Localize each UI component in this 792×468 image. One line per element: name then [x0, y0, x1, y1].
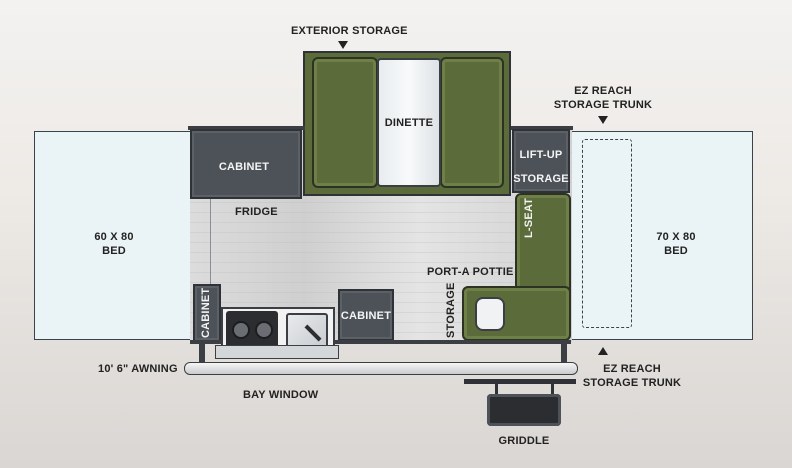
cabinet-top-left [190, 129, 302, 199]
ez-reach-bottom-arrow [598, 347, 608, 355]
port-a-pottie [475, 297, 505, 331]
bottom-wall-left [190, 340, 222, 344]
exterior-storage-label: EXTERIOR STORAGE [291, 25, 408, 37]
lift-up-label-1: LIFT-UP [519, 149, 563, 161]
stove-burner-2 [255, 321, 273, 339]
dinette-table [377, 58, 441, 187]
ez-reach-trunk-outline [582, 139, 632, 328]
dinette-label: DINETTE [384, 117, 434, 129]
stove-burner-1 [232, 321, 250, 339]
bay-window-label: BAY WINDOW [243, 389, 319, 401]
cabinet-top-label: CABINET [218, 161, 270, 173]
l-seat-label: L-SEAT [523, 197, 535, 238]
griddle-arm-left [495, 384, 498, 394]
port-a-pottie-label: PORT-A POTTIE [427, 266, 514, 278]
fridge-label: FRIDGE [235, 206, 278, 218]
ez-reach-top-label-2: STORAGE TRUNK [553, 99, 653, 111]
right-bed [570, 131, 753, 340]
right-bed-label: BED [664, 245, 688, 257]
awning [184, 362, 578, 375]
ez-reach-top-arrow [598, 116, 608, 124]
left-bed-label: BED [102, 245, 126, 257]
bottom-wall-right [335, 340, 571, 344]
bay-window [215, 345, 339, 359]
ez-reach-bottom-label-1: EZ REACH [603, 363, 661, 375]
griddle-bar [464, 379, 576, 384]
top-wall-left [188, 126, 305, 130]
sink [286, 313, 328, 349]
exterior-storage-arrow [338, 41, 348, 49]
dinette-seat-right [440, 57, 504, 188]
top-wall-right [511, 126, 573, 130]
left-bed [34, 131, 192, 340]
left-bed-size-label: 60 X 80 [94, 231, 134, 243]
lift-up-label-2: STORAGE [513, 173, 569, 185]
griddle [487, 394, 561, 426]
awning-bracket-left [199, 344, 205, 362]
ez-reach-bottom-label-2: STORAGE TRUNK [582, 377, 682, 389]
storage-vertical-label: STORAGE [445, 282, 457, 338]
fridge-line [210, 199, 211, 284]
awning-bracket-right [561, 344, 567, 362]
awning-label: 10' 6" AWNING [98, 363, 178, 375]
right-bed-size-label: 70 X 80 [656, 231, 696, 243]
ez-reach-top-label-1: EZ REACH [574, 85, 632, 97]
cabinet-bottom-label: CABINET [340, 310, 392, 322]
lift-up-storage [512, 129, 570, 193]
griddle-arm-right [551, 384, 554, 394]
dinette-seat-left [312, 57, 378, 188]
cabinet-vertical-label: CABINET [200, 287, 212, 338]
griddle-label: GRIDDLE [498, 435, 550, 447]
